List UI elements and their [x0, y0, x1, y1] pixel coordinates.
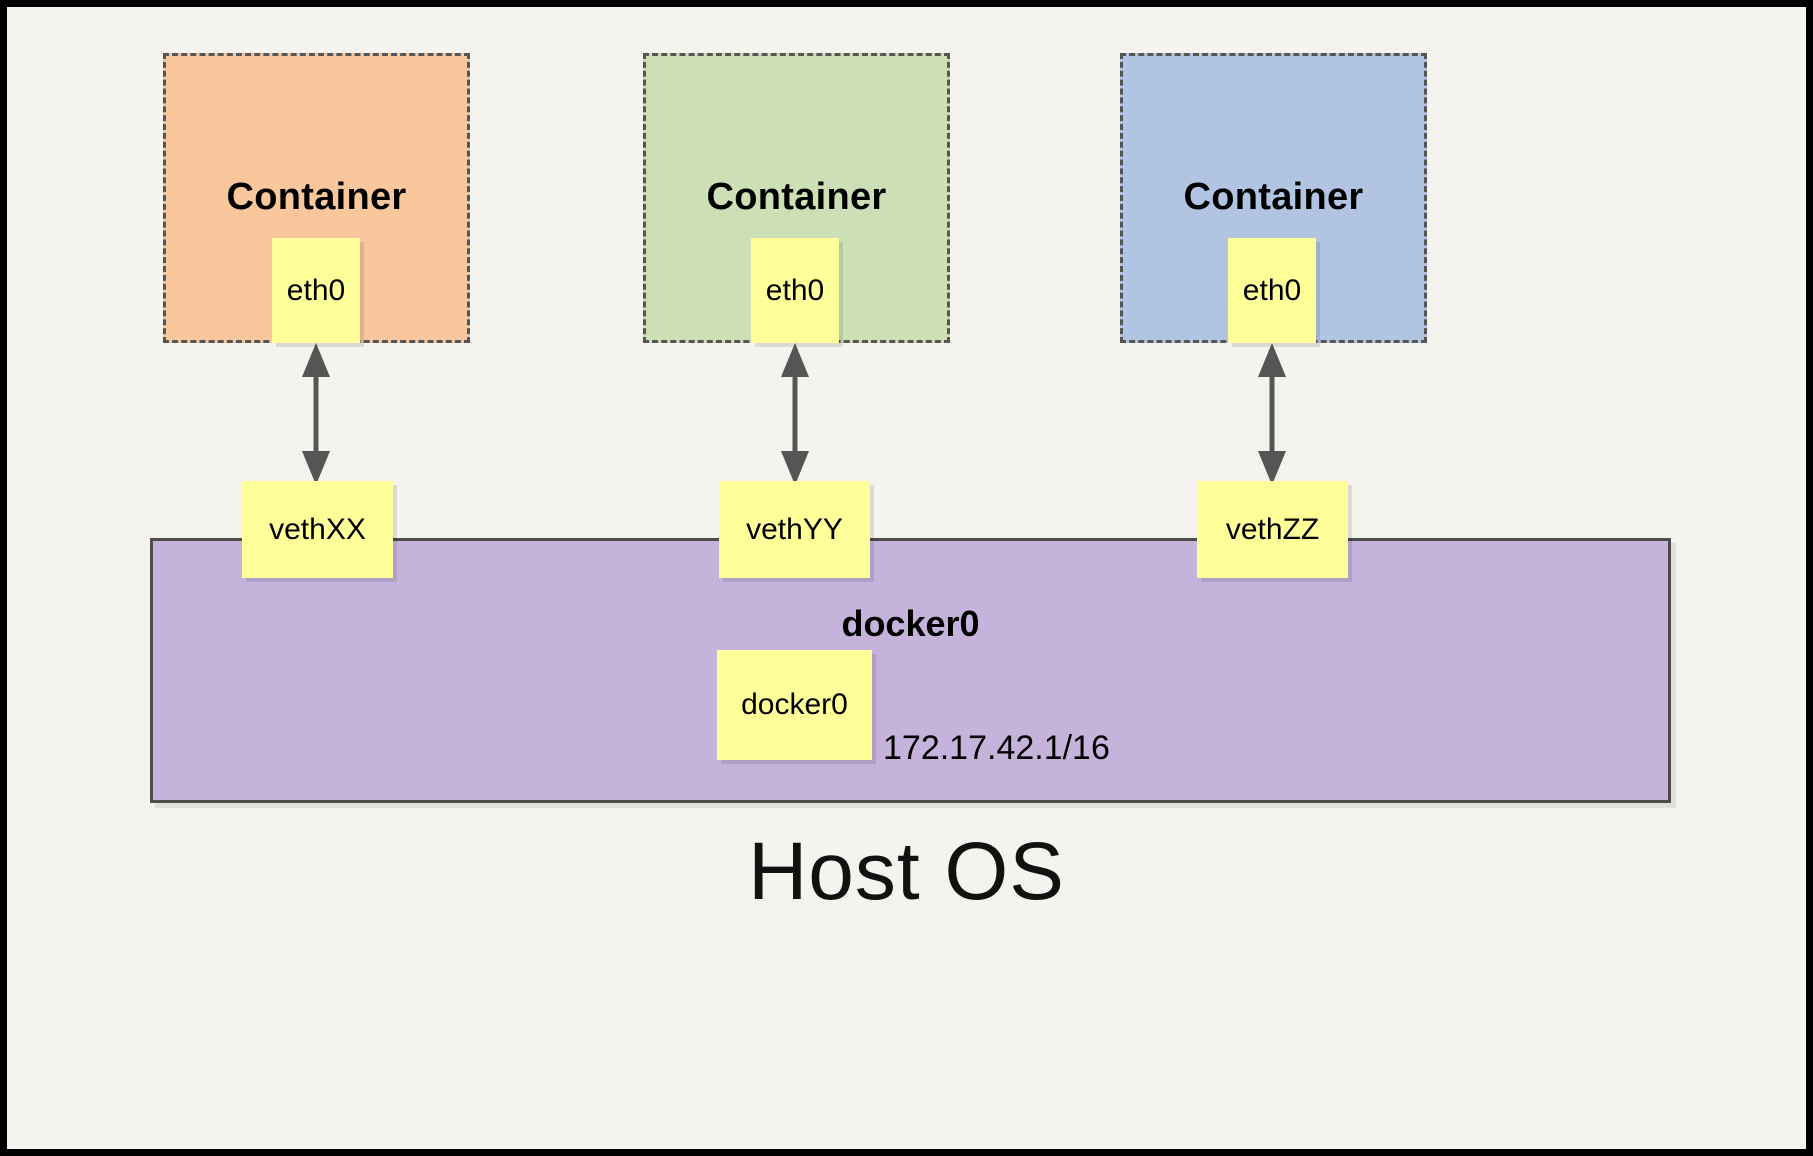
veth-arrow-2	[781, 343, 809, 485]
host-os-label: Host OS	[748, 826, 1065, 917]
eth0-box-1[interactable]: eth0	[272, 238, 360, 343]
docker0-bridge-label: docker0	[841, 603, 980, 644]
veth-arrow-1	[302, 343, 330, 485]
eth0-label-3: eth0	[1242, 273, 1302, 307]
veth-label-3: vethZZ	[1225, 512, 1320, 546]
eth0-box-3[interactable]: eth0	[1228, 238, 1316, 343]
docker0-ip-label: 172.17.42.1/16	[883, 729, 1110, 767]
eth0-box-2[interactable]: eth0	[751, 238, 839, 343]
docker0-bridge-bar[interactable]: docker0	[150, 538, 1671, 803]
veth-label-1: vethXX	[269, 512, 366, 546]
veth-box-3[interactable]: vethZZ	[1197, 481, 1348, 578]
eth0-label-2: eth0	[765, 273, 825, 307]
docker0-iface-box[interactable]: docker0	[717, 650, 872, 760]
veth-box-2[interactable]: vethYY	[719, 481, 870, 578]
eth0-label-1: eth0	[286, 273, 346, 307]
container-label-1: Container	[226, 176, 407, 218]
container-label-3: Container	[1183, 176, 1364, 218]
veth-box-1[interactable]: vethXX	[242, 481, 393, 578]
docker0-iface-label: docker0	[741, 688, 848, 721]
veth-arrow-3	[1258, 343, 1286, 485]
container-label-2: Container	[706, 176, 887, 218]
veth-label-2: vethYY	[746, 512, 843, 546]
